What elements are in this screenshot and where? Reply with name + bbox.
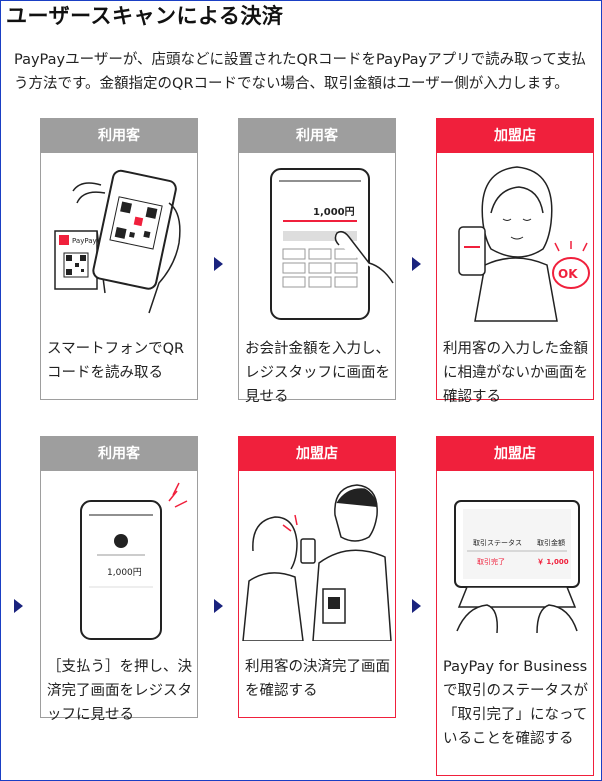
enter-amount-illustration: 1,000円 [270, 168, 394, 320]
svg-text:1,000円: 1,000円 [107, 567, 142, 578]
step-description: 利用客の入力した金額に相違がないか画面を確認する [443, 341, 588, 405]
step-description: 利用客の決済完了画面を確認する [245, 659, 390, 699]
payment-complete-screen-illustration: 1,000円 [80, 482, 188, 640]
step-role-label: 利用客 [41, 119, 197, 153]
page-title: ユーザースキャンによる決済 [6, 4, 284, 28]
step-role-label: 加盟店 [437, 437, 593, 471]
step-card-1: 利用客 PayPay スマートフォンでQRコードを読み取る [40, 118, 198, 400]
flow-arrow-icon [412, 257, 421, 271]
svg-text:取引金額: 取引金額 [537, 538, 565, 547]
step-description: スマートフォンでQRコードを読み取る [47, 341, 185, 381]
business-status-illustration: 取引ステータス 取引金額 取引完了 ￥ 1,000 [454, 500, 580, 634]
step-description: ［支払う］を押し、決済完了画面をレジスタッフに見せる [47, 659, 192, 723]
flow-arrow-icon [214, 257, 223, 271]
step-role-label: 利用客 [239, 119, 395, 153]
merchant-confirm-illustration: OK [458, 166, 590, 322]
step-card-3: 加盟店 OK 利用客の入力した金額に相違がないか画面を確認する [436, 118, 594, 405]
flow-arrow-icon [214, 599, 223, 613]
step-role-label: 加盟店 [239, 437, 395, 471]
step-card-4: 利用客 1,000円 ［支払う］を押し、決済完了画面をレジスタッフに見せる [40, 436, 198, 723]
step-card-2: 利用客 1,000円 お会計金額を入力し、レジスタッフに画面を見せる [238, 118, 396, 405]
check-customer-screen-illustration [242, 484, 392, 641]
svg-text:取引ステータス: 取引ステータス [473, 538, 522, 547]
svg-text:PayPay: PayPay [72, 237, 97, 245]
step-description: お会計金額を入力し、レジスタッフに画面を見せる [245, 341, 390, 405]
svg-text:￥ 1,000: ￥ 1,000 [537, 558, 569, 566]
step-card-5: 加盟店 利用客の決済完了画面を確認する [238, 436, 396, 718]
step-description: PayPay for Businessで取引のステータスが「取引完了」になってい… [443, 659, 588, 747]
scan-qr-illustration: PayPay [54, 169, 181, 314]
page-description: PayPayユーザーが、店頭などに設置されたQRコードをPayPayアプリで読み… [14, 52, 586, 92]
svg-text:取引完了: 取引完了 [477, 557, 505, 566]
svg-text:1,000円: 1,000円 [313, 206, 355, 218]
svg-text:OK: OK [558, 267, 578, 281]
step-role-label: 利用客 [41, 437, 197, 471]
step-card-6: 加盟店 取引ステータス 取引金額 取引完了 ￥ 1,000 PayPay for… [436, 436, 594, 776]
flow-arrow-icon [14, 599, 23, 613]
step-role-label: 加盟店 [437, 119, 593, 153]
flow-arrow-icon [412, 599, 421, 613]
